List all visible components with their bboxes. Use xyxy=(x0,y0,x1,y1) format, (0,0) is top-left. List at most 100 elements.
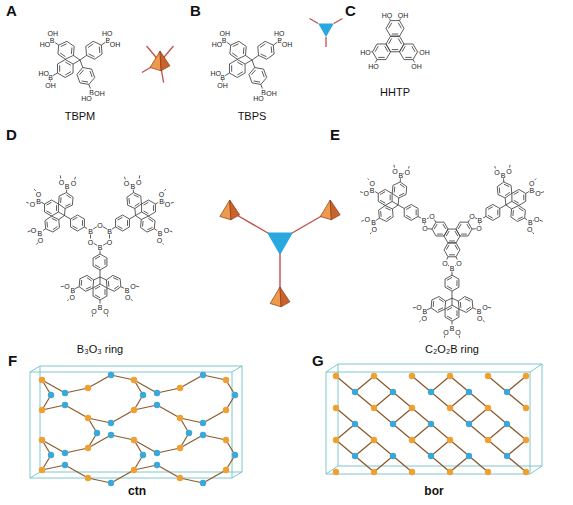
panel-letter: G xyxy=(312,352,324,370)
atom-label: O xyxy=(506,168,512,175)
tetrahedron-face xyxy=(330,200,340,220)
bond-line xyxy=(71,48,73,54)
triangle-node xyxy=(318,24,334,38)
bond-line xyxy=(472,300,474,308)
bond-line xyxy=(386,36,391,44)
bond-line xyxy=(399,193,404,195)
atom-label: OH xyxy=(281,40,293,47)
tetrahedral-node xyxy=(131,377,137,383)
bond-line xyxy=(519,208,524,211)
triangular-node xyxy=(504,453,510,459)
triangular-node xyxy=(466,453,472,459)
net-edge xyxy=(507,440,526,456)
bond-line xyxy=(518,217,523,219)
tetrahedral-node xyxy=(85,475,91,481)
tetrahedron-face xyxy=(160,51,170,71)
bond-line xyxy=(390,195,391,201)
bond-line xyxy=(444,250,448,257)
atom-label: OH xyxy=(266,90,278,97)
atom-label: HO xyxy=(368,62,380,69)
bond-line xyxy=(400,44,405,52)
bond-line xyxy=(448,229,456,230)
bond-line xyxy=(386,28,391,36)
tetrahedral-node xyxy=(371,405,377,411)
atom-label: B xyxy=(422,307,428,314)
triangular-node xyxy=(62,390,68,396)
bond-line xyxy=(46,222,48,228)
bond-line xyxy=(261,78,267,85)
net-edge xyxy=(203,410,226,423)
atom-label: O xyxy=(534,216,540,223)
bond-line xyxy=(229,64,230,73)
bond-line xyxy=(519,206,526,211)
bond-line xyxy=(436,222,444,223)
bond-line xyxy=(70,219,71,227)
bond-line xyxy=(385,46,388,52)
panel-letter: F xyxy=(8,352,17,370)
bond-line xyxy=(456,222,460,229)
net-edge xyxy=(431,376,450,392)
atom-label: O xyxy=(469,213,475,220)
bond-line xyxy=(377,59,386,60)
net-edge xyxy=(157,465,180,478)
bond-line xyxy=(134,195,139,197)
atom-label: OH xyxy=(109,40,121,47)
net-edge xyxy=(374,376,393,392)
bond-line xyxy=(100,277,106,280)
bond-line xyxy=(385,189,392,193)
unit-cell-line xyxy=(542,364,543,466)
bond-line xyxy=(229,73,237,78)
net-edge xyxy=(336,440,355,456)
bond-line xyxy=(497,210,498,216)
bond-line xyxy=(488,207,493,210)
triangular-node xyxy=(154,450,160,456)
bond-line xyxy=(57,60,65,65)
bond-line xyxy=(486,216,493,220)
bond-line xyxy=(101,45,103,54)
triangular-node xyxy=(466,421,472,427)
bond-line xyxy=(128,198,130,204)
tetrahedral-node xyxy=(223,377,229,383)
bond-line xyxy=(379,218,386,221)
bond-line xyxy=(444,243,448,250)
bond-line xyxy=(493,204,500,208)
triangular-node xyxy=(232,452,238,458)
bond-line xyxy=(447,316,452,319)
bond-line xyxy=(445,275,452,279)
bond-line xyxy=(118,226,123,229)
atom-label: HO xyxy=(381,11,393,18)
bond-line xyxy=(432,222,436,229)
bond-line xyxy=(73,64,74,73)
triangular-node xyxy=(504,421,510,427)
net-edge xyxy=(111,375,134,380)
bond-line xyxy=(391,20,400,21)
net-edge xyxy=(393,424,412,440)
atom-label: OH xyxy=(397,11,409,18)
bond-line xyxy=(60,53,65,57)
bond-line xyxy=(148,218,153,221)
bond-line xyxy=(140,220,142,228)
bond-line xyxy=(128,205,135,208)
bond-line xyxy=(392,185,394,193)
tetrahedral-node xyxy=(131,467,137,473)
atom-label: O xyxy=(442,260,448,267)
bond-line xyxy=(73,55,80,60)
net-name: ctn xyxy=(128,484,146,498)
bond-line xyxy=(497,182,504,187)
bond-line xyxy=(452,298,458,301)
triangular-node xyxy=(352,453,358,459)
atom-label: O xyxy=(30,226,36,233)
net-edge xyxy=(65,388,88,393)
triangular-node xyxy=(62,450,68,456)
bond-line xyxy=(245,64,246,73)
tetrahedral-node xyxy=(409,405,415,411)
triangular-node xyxy=(232,392,238,398)
bond-line xyxy=(378,57,384,58)
bond-line xyxy=(375,46,378,52)
panel-letter: A xyxy=(6,2,17,20)
bond-line xyxy=(237,73,245,78)
net-edge xyxy=(412,408,431,424)
bond-line xyxy=(445,279,446,287)
bond-line xyxy=(94,277,100,280)
bond-line xyxy=(456,236,460,243)
